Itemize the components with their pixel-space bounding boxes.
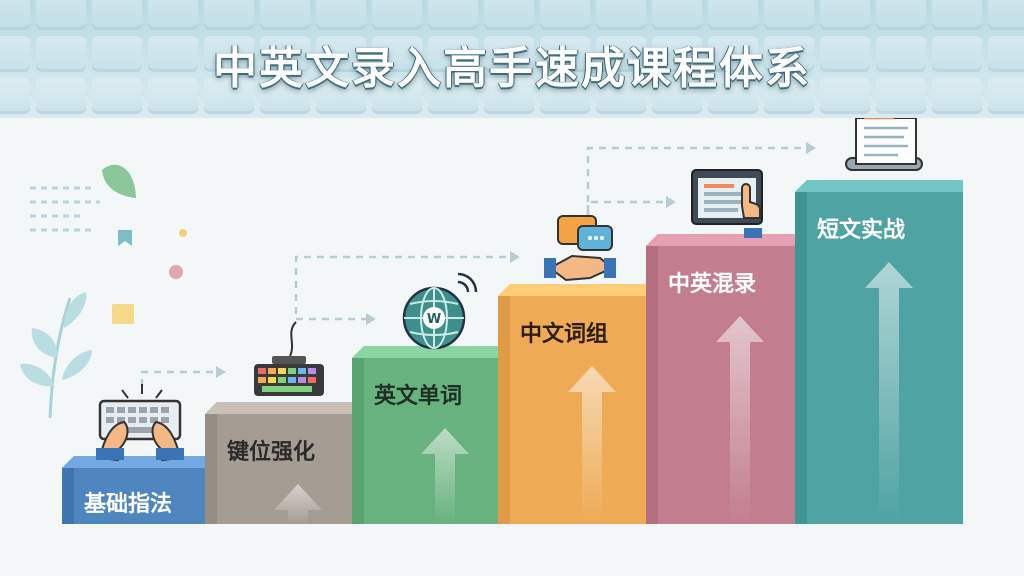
step-2 — [205, 402, 371, 524]
step-6 — [795, 180, 963, 524]
globe-wifi-icon: W — [402, 272, 478, 350]
up-arrow-icon — [865, 262, 913, 524]
step-top-face — [205, 402, 371, 414]
up-arrow-icon — [421, 428, 469, 524]
page-title: 中英文录入高手速成课程体系 — [213, 43, 811, 94]
step-label: 短文实战 — [817, 218, 906, 243]
step-side-edge — [205, 402, 217, 524]
stairs-group — [62, 180, 963, 524]
step-top-face — [62, 456, 220, 468]
dot-decoration — [169, 265, 183, 279]
step-front-face — [62, 468, 220, 524]
step-top-face — [352, 346, 518, 358]
step-side-edge — [498, 284, 510, 524]
step-top-face — [795, 180, 963, 192]
keyboard-typing-icon — [96, 384, 184, 462]
progress-connectors — [140, 146, 808, 386]
step-3 — [352, 346, 518, 524]
step-top-face — [646, 234, 814, 246]
step-5 — [646, 234, 814, 524]
step-side-edge — [352, 346, 364, 524]
step-side-edge — [646, 234, 658, 524]
up-arrow-icon — [568, 366, 616, 524]
decorations — [20, 164, 187, 419]
step-top-face — [498, 284, 666, 296]
up-arrow-icon — [716, 316, 764, 524]
step-label: 基础指法 — [84, 492, 173, 517]
step-side-edge — [62, 456, 74, 524]
colorful-keyboard-icon — [254, 321, 324, 396]
staircase-diagram: W — [20, 118, 963, 524]
chat-handshake-icon — [544, 215, 616, 282]
note-icon — [112, 304, 134, 324]
step-label: 中文词组 — [520, 322, 609, 347]
step-label: 英文单词 — [374, 384, 463, 409]
step-4 — [498, 284, 666, 524]
keyboard-background — [0, 0, 1024, 118]
header-banner: 中英文录入高手速成课程体系 — [0, 0, 1024, 118]
document-scroll-icon — [845, 118, 923, 171]
step-side-edge — [795, 180, 807, 524]
step-label: 中英混录 — [668, 272, 757, 297]
globe-letter: W — [427, 312, 441, 327]
bookmark-icon — [118, 230, 132, 246]
tablet-touch-icon — [691, 169, 763, 238]
leaf-icon — [102, 164, 136, 198]
step-label: 键位强化 — [227, 440, 316, 465]
up-arrow-icon — [274, 484, 322, 524]
diagram-area: W — [0, 118, 1024, 576]
